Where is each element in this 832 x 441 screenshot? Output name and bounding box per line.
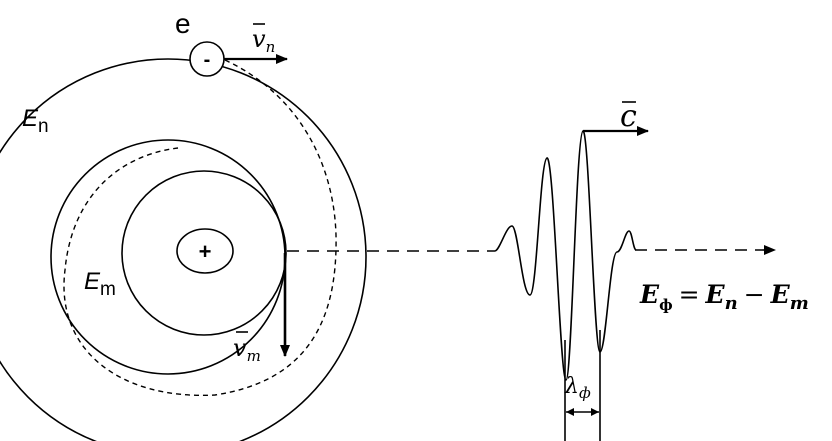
middle-orbit xyxy=(50,139,286,375)
nucleus xyxy=(176,228,234,274)
nucleus-charge: + xyxy=(199,239,212,264)
photon-wave-packet xyxy=(494,130,637,381)
wavelength-label: λф xyxy=(564,374,591,402)
photon-energy-equation: Eф=En−Em xyxy=(639,280,809,314)
electron-transition-path xyxy=(63,59,337,397)
wavelength-arrowhead-right xyxy=(591,408,599,416)
velocity-n-label: vn xyxy=(252,25,275,56)
wavelength-arrowhead-left xyxy=(566,408,574,416)
outer-orbit-n xyxy=(0,58,367,441)
outer-level-label: En xyxy=(22,105,49,137)
velocity-m-label: vm xyxy=(233,334,261,365)
electron-charge: - xyxy=(204,49,211,71)
electron-label: e xyxy=(175,8,191,39)
inner-level-label: Em xyxy=(84,268,116,300)
light-speed-label: c xyxy=(620,99,637,134)
